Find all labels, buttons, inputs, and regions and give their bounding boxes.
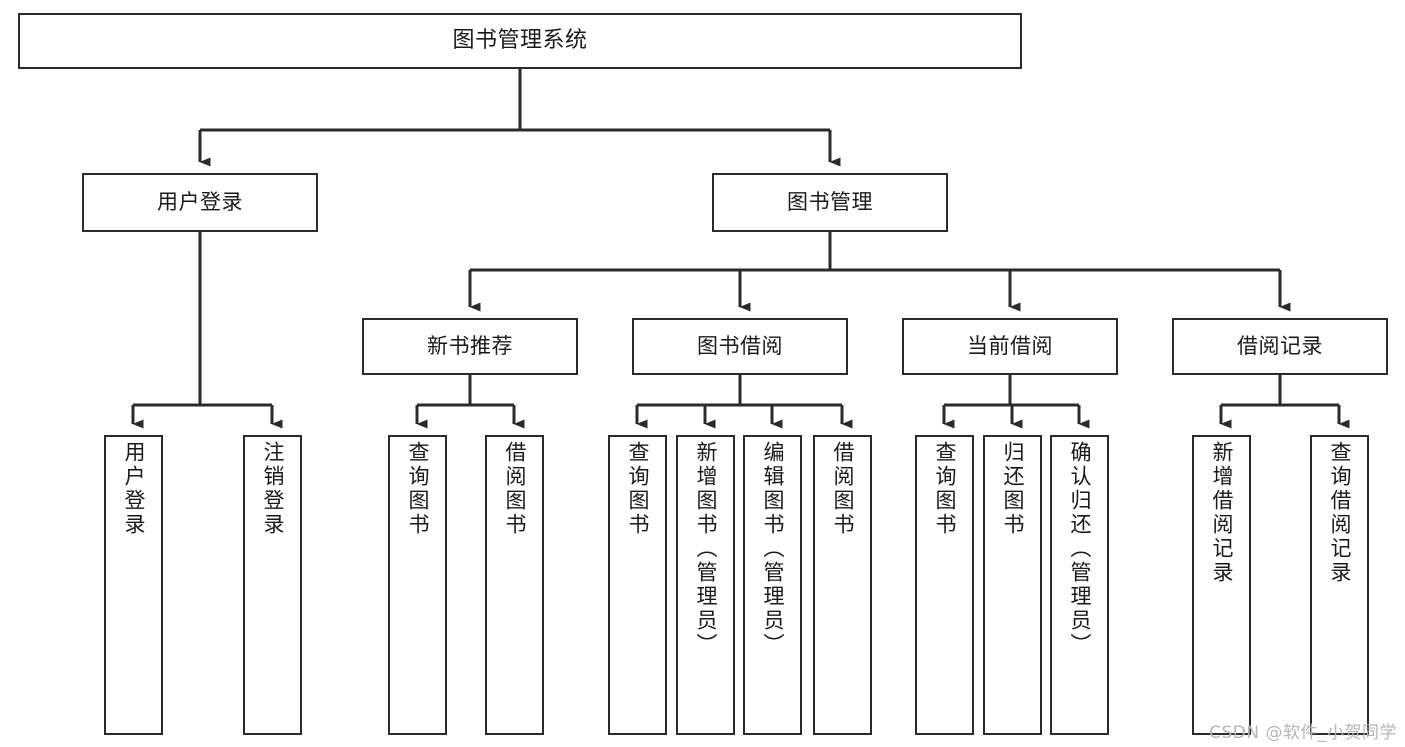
node-label: 当前借阅 bbox=[967, 334, 1053, 359]
node-label: 新增借阅记录 bbox=[1210, 441, 1234, 585]
leaf-logout[interactable]: 注销登录 bbox=[243, 435, 302, 735]
node-label: 确认归还（管理员） bbox=[1068, 441, 1092, 657]
leaf-query-book-2[interactable]: 查询图书 bbox=[608, 435, 667, 735]
leaf-query-borrow-record[interactable]: 查询借阅记录 bbox=[1310, 435, 1369, 735]
node-root-system[interactable]: 图书管理系统 bbox=[18, 13, 1022, 69]
leaf-user-login[interactable]: 用户登录 bbox=[104, 435, 163, 735]
node-label: 借阅记录 bbox=[1237, 334, 1323, 359]
node-label: 查询借阅记录 bbox=[1328, 441, 1352, 585]
node-label: 图书管理 bbox=[787, 190, 873, 215]
node-label: 图书借阅 bbox=[697, 334, 783, 359]
node-label: 查询图书 bbox=[933, 441, 957, 537]
node-borrow-record[interactable]: 借阅记录 bbox=[1172, 318, 1388, 375]
node-label: 借阅图书 bbox=[503, 441, 527, 537]
node-label: 注销登录 bbox=[261, 441, 285, 537]
node-new-book-recommendation[interactable]: 新书推荐 bbox=[362, 318, 578, 375]
node-label: 用户登录 bbox=[157, 190, 243, 215]
leaf-add-book-admin[interactable]: 新增图书（管理员） bbox=[676, 435, 735, 735]
node-label: 新书推荐 bbox=[427, 334, 513, 359]
node-book-management[interactable]: 图书管理 bbox=[712, 173, 948, 232]
csdn-watermark: CSDN @软件_小贺同学 bbox=[1209, 723, 1397, 743]
node-current-borrow[interactable]: 当前借阅 bbox=[902, 318, 1118, 375]
leaf-query-book-3[interactable]: 查询图书 bbox=[915, 435, 974, 735]
node-label: 编辑图书（管理员） bbox=[761, 441, 785, 657]
node-label: 图书管理系统 bbox=[452, 28, 588, 54]
node-label: 查询图书 bbox=[406, 441, 430, 537]
leaf-query-book-1[interactable]: 查询图书 bbox=[388, 435, 447, 735]
leaf-borrow-book-2[interactable]: 借阅图书 bbox=[813, 435, 872, 735]
leaf-borrow-book-1[interactable]: 借阅图书 bbox=[485, 435, 544, 735]
node-user-login[interactable]: 用户登录 bbox=[82, 173, 318, 232]
leaf-confirm-return-admin[interactable]: 确认归还（管理员） bbox=[1050, 435, 1109, 735]
leaf-add-borrow-record[interactable]: 新增借阅记录 bbox=[1192, 435, 1251, 735]
node-book-borrow[interactable]: 图书借阅 bbox=[632, 318, 848, 375]
leaf-return-book[interactable]: 归还图书 bbox=[983, 435, 1042, 735]
node-label: 用户登录 bbox=[122, 441, 146, 537]
node-label: 借阅图书 bbox=[831, 441, 855, 537]
leaf-edit-book-admin[interactable]: 编辑图书（管理员） bbox=[743, 435, 802, 735]
node-label: 归还图书 bbox=[1001, 441, 1025, 537]
node-label: 查询图书 bbox=[626, 441, 650, 537]
node-label: 新增图书（管理员） bbox=[694, 441, 718, 657]
